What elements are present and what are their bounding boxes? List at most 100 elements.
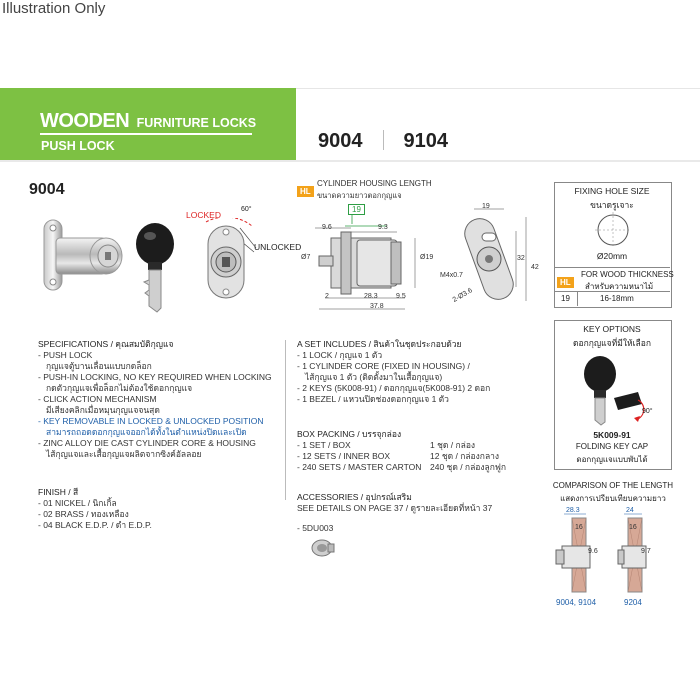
finish-item: - 01 NICKEL / นิกเกิ้ล <box>38 498 117 508</box>
spec-item: - PUSH LOCK <box>38 350 93 360</box>
wood-divider <box>554 291 670 292</box>
spec-item: - ZINC ALLOY DIE CAST CYLINDER CORE & HO… <box>38 438 256 448</box>
box-packing-table: - 1 SET / BOX 1 ชุด / กล่อง - 12 SETS / … <box>297 440 537 473</box>
wood-thickness-title: FOR WOOD THICKNESS <box>581 270 674 279</box>
fixing-hole-title: FIXING HOLE SIZE <box>574 186 650 196</box>
dim-28-3: 28.3 <box>364 293 378 300</box>
dim-9-5: 9.5 <box>396 293 406 300</box>
set-includes-list: - 1 LOCK / กุญแจ 1 ตัว - 1 CYLINDER CORE… <box>297 350 490 405</box>
title-main: WOODEN <box>40 110 130 132</box>
column-divider <box>285 340 286 500</box>
model-separator <box>382 130 384 150</box>
fixing-hole-size: Ø20mm <box>596 251 628 261</box>
key-head <box>136 223 174 265</box>
accessories-heading: ACCESSORIES / อุปกรณ์เสริม <box>297 492 412 502</box>
unlocked-label: UNLOCKED <box>254 242 302 252</box>
box-row-left: - 1 SET / BOX <box>297 440 351 450</box>
comparison-diagram <box>555 513 647 593</box>
compare-left-side: 9.6 <box>588 548 598 555</box>
front-dim-32: 32 <box>517 255 525 262</box>
lock-photo <box>43 219 123 291</box>
fixing-hole-diagram <box>595 212 631 248</box>
accessory-item: - 5DU003 <box>297 523 334 533</box>
fixing-hole-title-th: ขนาดรูเจาะ <box>590 200 634 210</box>
hl-value-box: 19 <box>348 204 365 215</box>
fixing-hole-box <box>554 182 672 308</box>
box-packing-heading: BOX PACKING / บรรจุกล่อง <box>297 429 402 439</box>
header-bottom-rule-left <box>0 160 296 162</box>
compare-right-side: 9.7 <box>641 548 651 555</box>
box-row-left: - 12 SETS / INNER BOX <box>297 451 391 461</box>
header-band <box>0 88 296 160</box>
compare-right-top: 24 <box>626 507 634 514</box>
compare-left-label: 9004, 9104 <box>556 598 597 607</box>
front-dimension-drawing <box>464 208 527 301</box>
wood-col-divider <box>577 291 578 306</box>
box-row-right: 1 ชุด / กล่อง <box>430 440 476 450</box>
specs-heading: SPECIFICATIONS / คุณสมบัติกุญแจ <box>38 339 174 349</box>
spec-item: กดตัวกุญแจเพื่อล็อกไม่ต้องใช้ดอกกุญแจ <box>46 383 193 393</box>
finish-list: - 01 NICKEL / นิกเกิ้ล - 02 BRASS / ทองเ… <box>38 498 152 531</box>
finish-heading: FINISH / สี <box>38 487 79 497</box>
bezel-image <box>311 539 335 557</box>
hl-header: HL <box>297 181 314 199</box>
key-photo <box>136 223 174 313</box>
compare-right-inner: 16 <box>629 524 637 531</box>
wood-hl-value: 19 <box>561 294 570 303</box>
wood-hl-tag: HL <box>557 277 574 288</box>
dim-phi-7: Ø7 <box>301 254 311 261</box>
page-title: WOODEN FURNITURE LOCKS <box>40 110 256 133</box>
fixing-hole-divider <box>554 267 670 268</box>
spec-item: กุญแจตู้บานเลื่อนแบบกดล็อก <box>46 361 152 371</box>
key-desc: FOLDING KEY CAP <box>575 442 649 451</box>
key-options-title: KEY OPTIONS <box>583 324 641 334</box>
front-dim-42: 42 <box>531 264 539 271</box>
front-dim-m4: M4x0.7 <box>440 272 463 279</box>
key-options-box <box>554 320 672 470</box>
header-bottom-rule <box>296 160 700 162</box>
hl-title: CYLINDER HOUSING LENGTH <box>317 179 432 188</box>
spec-item-highlight: - KEY REMOVABLE IN LOCKED & UNLOCKED POS… <box>38 416 264 426</box>
title-secondary: FURNITURE LOCKS <box>136 116 257 130</box>
box-row-right: 240 ชุด / กล่องลูกฟูก <box>430 462 507 472</box>
dim-9-6: 9.6 <box>322 224 332 231</box>
compare-left-top: 28.3 <box>566 507 580 514</box>
spec-item: - PUSH-IN LOCKING, NO KEY REQUIRED WHEN … <box>38 372 272 382</box>
comparison-title-th: แสดงการเปรียบเทียบความยาว <box>560 494 666 503</box>
spec-item: ไส้กุญแจและเสื้อกุญแจผลิตจากซิงค์อัลลอย <box>46 449 202 459</box>
illustration-label: Illustration Only <box>2 0 106 17</box>
set-item: - 1 CYLINDER CORE (FIXED IN HOUSING) / <box>297 361 470 371</box>
box-row: - 1 SET / BOX 1 ชุด / กล่อง <box>297 440 537 451</box>
spec-item: - CLICK ACTION MECHANISM <box>38 394 157 404</box>
model-number: 9004 <box>318 130 363 152</box>
finish-item: - 04 BLACK E.D.P. / ดำ E.D.P. <box>38 520 152 530</box>
dim-37-8: 37.8 <box>370 303 384 310</box>
compare-left-inner: 16 <box>575 524 583 531</box>
hl-title-th: ขนาดความยาวตอกกุญแจ <box>317 191 402 200</box>
header-right-area <box>296 88 700 161</box>
front-dim-19: 19 <box>482 203 490 210</box>
front-view-diagram <box>205 218 257 299</box>
wood-thickness-title-th: สำหรับความหนาไม้ <box>585 282 654 291</box>
set-includes-heading: A SET INCLUDES / สินค้าในชุดประกอบด้วย <box>297 339 462 349</box>
dim-phi-19: Ø19 <box>420 254 434 261</box>
side-dimension-drawing <box>315 214 416 310</box>
wood-thickness-value: 16-18mm <box>600 294 634 303</box>
set-item: - 2 KEYS (5K008-91) / ดอกกุญแจ(5K008-91)… <box>297 383 491 393</box>
folding-key-image <box>584 356 645 426</box>
box-row-right: 12 ชุด / กล่องกลาง <box>430 451 500 461</box>
set-item: - 1 BEZEL / แหวนปิดช่องดอกกุญแจ 1 ตัว <box>297 394 449 404</box>
dim-9-3: 9.3 <box>378 224 388 231</box>
key-blade <box>148 269 162 313</box>
finish-item: - 02 BRASS / ทองเหลือง <box>38 509 129 519</box>
key-desc-th: ดอกกุญแจแบบพับได้ <box>576 455 648 464</box>
key-code: 5K009-91 <box>593 430 631 440</box>
key-options-title-th: ดอกกุญแจที่มีให้เลือก <box>573 338 651 348</box>
product-model: 9004 <box>29 181 65 198</box>
spec-item-highlight: สามารถถอดดอกกุญแจออกได้ทั้งในตำแหน่งปิดแ… <box>46 427 247 437</box>
angle-label: 60° <box>241 206 252 213</box>
key-angle: 90° <box>642 408 653 415</box>
accessories-note: SEE DETAILS ON PAGE 37 / ดูรายละเอียดที่… <box>297 503 493 513</box>
locked-label: LOCKED <box>186 210 221 220</box>
